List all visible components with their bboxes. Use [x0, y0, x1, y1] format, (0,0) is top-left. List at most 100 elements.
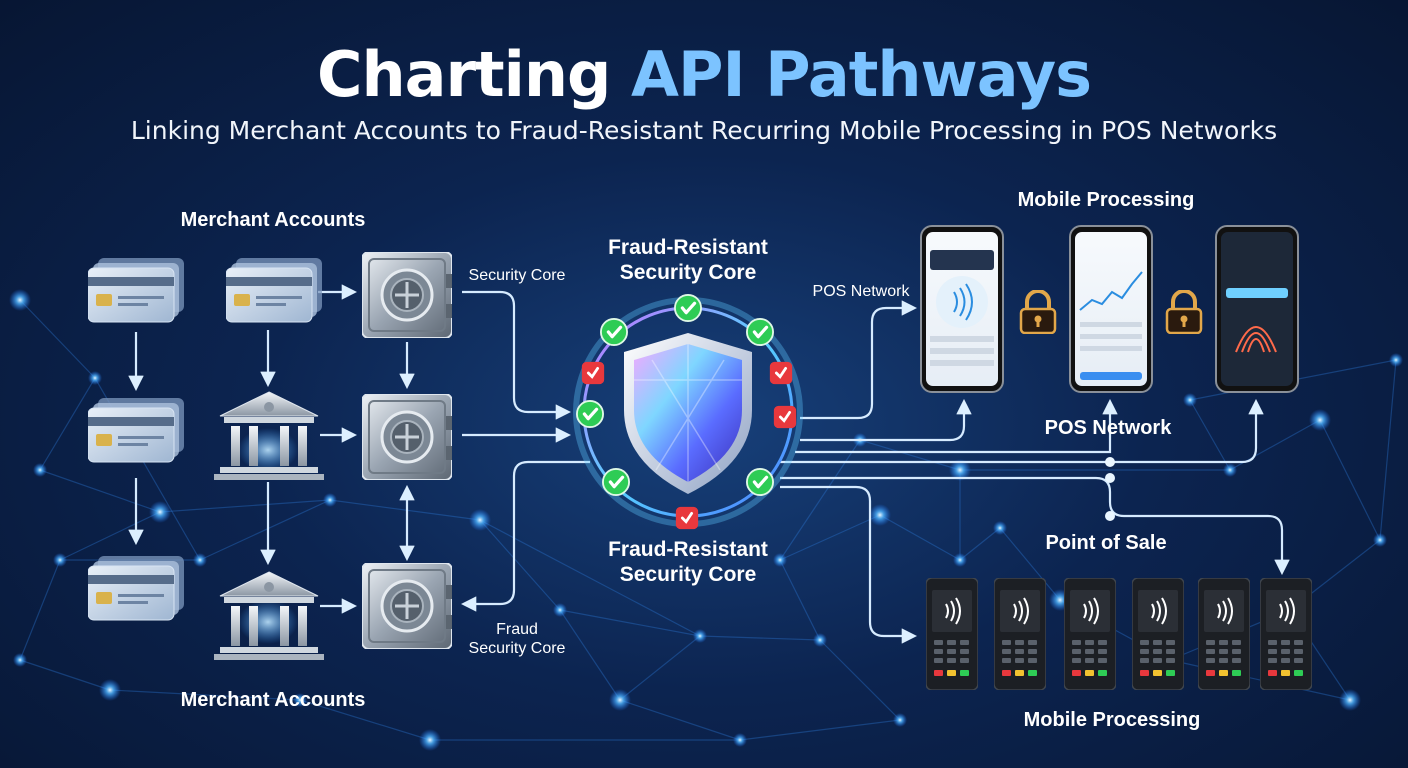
label-pos-network-small: POS Network	[813, 283, 911, 300]
mesh-node	[693, 629, 707, 643]
mesh-node	[53, 553, 67, 567]
connector-core-pos-right	[780, 476, 1290, 576]
label-fraud: Fraud	[496, 621, 538, 638]
mesh-node	[993, 521, 1007, 535]
mesh-node	[13, 653, 27, 667]
mesh-node	[949, 459, 971, 481]
mesh-link	[39, 377, 96, 471]
mesh-node	[553, 603, 567, 617]
mesh-node	[953, 553, 967, 567]
title-part-1: Charting	[316, 38, 611, 111]
mesh-node	[813, 633, 827, 647]
label-mobile-processing-top: Mobile Processing	[1018, 189, 1195, 211]
mesh-node	[893, 713, 907, 727]
connector-core-phone3	[780, 398, 1264, 464]
mesh-node	[33, 463, 47, 477]
check-icon	[674, 294, 702, 322]
connector-core-vault3	[460, 460, 590, 612]
mesh-node	[419, 729, 441, 751]
mesh-node	[1223, 463, 1237, 477]
mesh-link	[999, 527, 1061, 601]
mesh-link	[859, 439, 961, 471]
label-mobile-processing-bottom: Mobile Processing	[1024, 709, 1201, 731]
mesh-node	[1183, 393, 1197, 407]
mesh-node	[99, 679, 121, 701]
page-title: Charting API Pathways	[0, 38, 1408, 111]
label-security-core: Security Core	[469, 267, 566, 284]
alert-icon	[768, 360, 794, 386]
mesh-node	[469, 509, 491, 531]
label-merchant-accounts-top: Merchant Accounts	[181, 209, 366, 231]
pos-terminal-icon	[1132, 578, 1184, 690]
connector-core-phone1	[800, 300, 918, 420]
pos-terminal-icon	[1198, 578, 1250, 690]
alert-icon	[674, 505, 700, 531]
mesh-link	[779, 559, 821, 641]
mesh-link	[739, 719, 901, 741]
mesh-node	[733, 733, 747, 747]
credit-card-stack-icon	[226, 258, 322, 323]
mesh-node	[149, 501, 171, 523]
label-merchant-accounts-bottom: Merchant Accounts	[181, 689, 366, 711]
label-fraud-security-core: Security Core	[469, 640, 566, 657]
credit-card-stack-icon	[88, 398, 184, 463]
vault-safe-icon	[362, 252, 452, 338]
pos-terminal-icon	[1064, 578, 1116, 690]
mesh-link	[1379, 359, 1397, 541]
mesh-link	[1319, 419, 1381, 541]
mesh-node	[88, 371, 102, 385]
mesh-link	[329, 499, 481, 521]
mesh-link	[699, 635, 821, 641]
mesh-node	[1373, 533, 1387, 547]
check-icon	[600, 318, 628, 346]
mesh-link	[59, 511, 161, 561]
connector-core-phone1-bottom	[800, 398, 972, 442]
mesh-node	[9, 289, 31, 311]
network-mesh-background	[19, 299, 1397, 741]
mesh-link	[109, 689, 301, 701]
label-fraud-resistant-top: Fraud-Resistant	[608, 236, 768, 259]
mesh-link	[159, 499, 331, 513]
connector-core-phone2	[795, 398, 1118, 454]
mesh-link	[619, 699, 741, 741]
mesh-node	[869, 504, 891, 526]
junction-dots	[1105, 457, 1115, 521]
mesh-link	[959, 527, 1001, 561]
mesh-link	[559, 609, 701, 637]
mesh-node	[193, 553, 207, 567]
label-pos-network-large: POS Network	[1045, 417, 1173, 439]
mesh-link	[879, 514, 961, 561]
mesh-link	[19, 299, 96, 379]
pos-terminal-icon	[1260, 578, 1312, 690]
padlock-icon	[1019, 290, 1057, 334]
check-icon	[576, 400, 604, 428]
pos-terminals	[926, 578, 1312, 690]
mesh-node	[773, 553, 787, 567]
mesh-link	[779, 439, 861, 561]
mesh-node	[1309, 409, 1331, 431]
mesh-link	[19, 559, 61, 661]
mesh-node	[323, 493, 337, 507]
connector-vault1-core	[462, 290, 572, 420]
check-icon	[746, 468, 774, 496]
label-fraud-resistant-top-core: Security Core	[620, 261, 757, 284]
credit-card-stack-icon	[88, 258, 184, 323]
label-point-of-sale: Point of Sale	[1045, 532, 1166, 554]
mesh-node	[609, 689, 631, 711]
mesh-link	[19, 659, 111, 691]
label-fraud-resistant-bottom-core: Security Core	[620, 563, 757, 586]
mesh-node	[1389, 353, 1403, 367]
mesh-link	[299, 699, 431, 741]
title-part-2: API Pathways	[631, 38, 1092, 111]
mesh-link	[819, 639, 901, 721]
pos-terminal-icon	[926, 578, 978, 690]
smartphone-icon	[920, 225, 1004, 393]
alert-icon	[580, 360, 606, 386]
vault-safe-icon	[362, 394, 452, 480]
vault-safe-icon	[362, 563, 452, 649]
check-icon	[746, 318, 774, 346]
mesh-link	[479, 519, 561, 611]
connector-core-pos-left	[780, 485, 918, 644]
mesh-link	[1189, 399, 1231, 471]
